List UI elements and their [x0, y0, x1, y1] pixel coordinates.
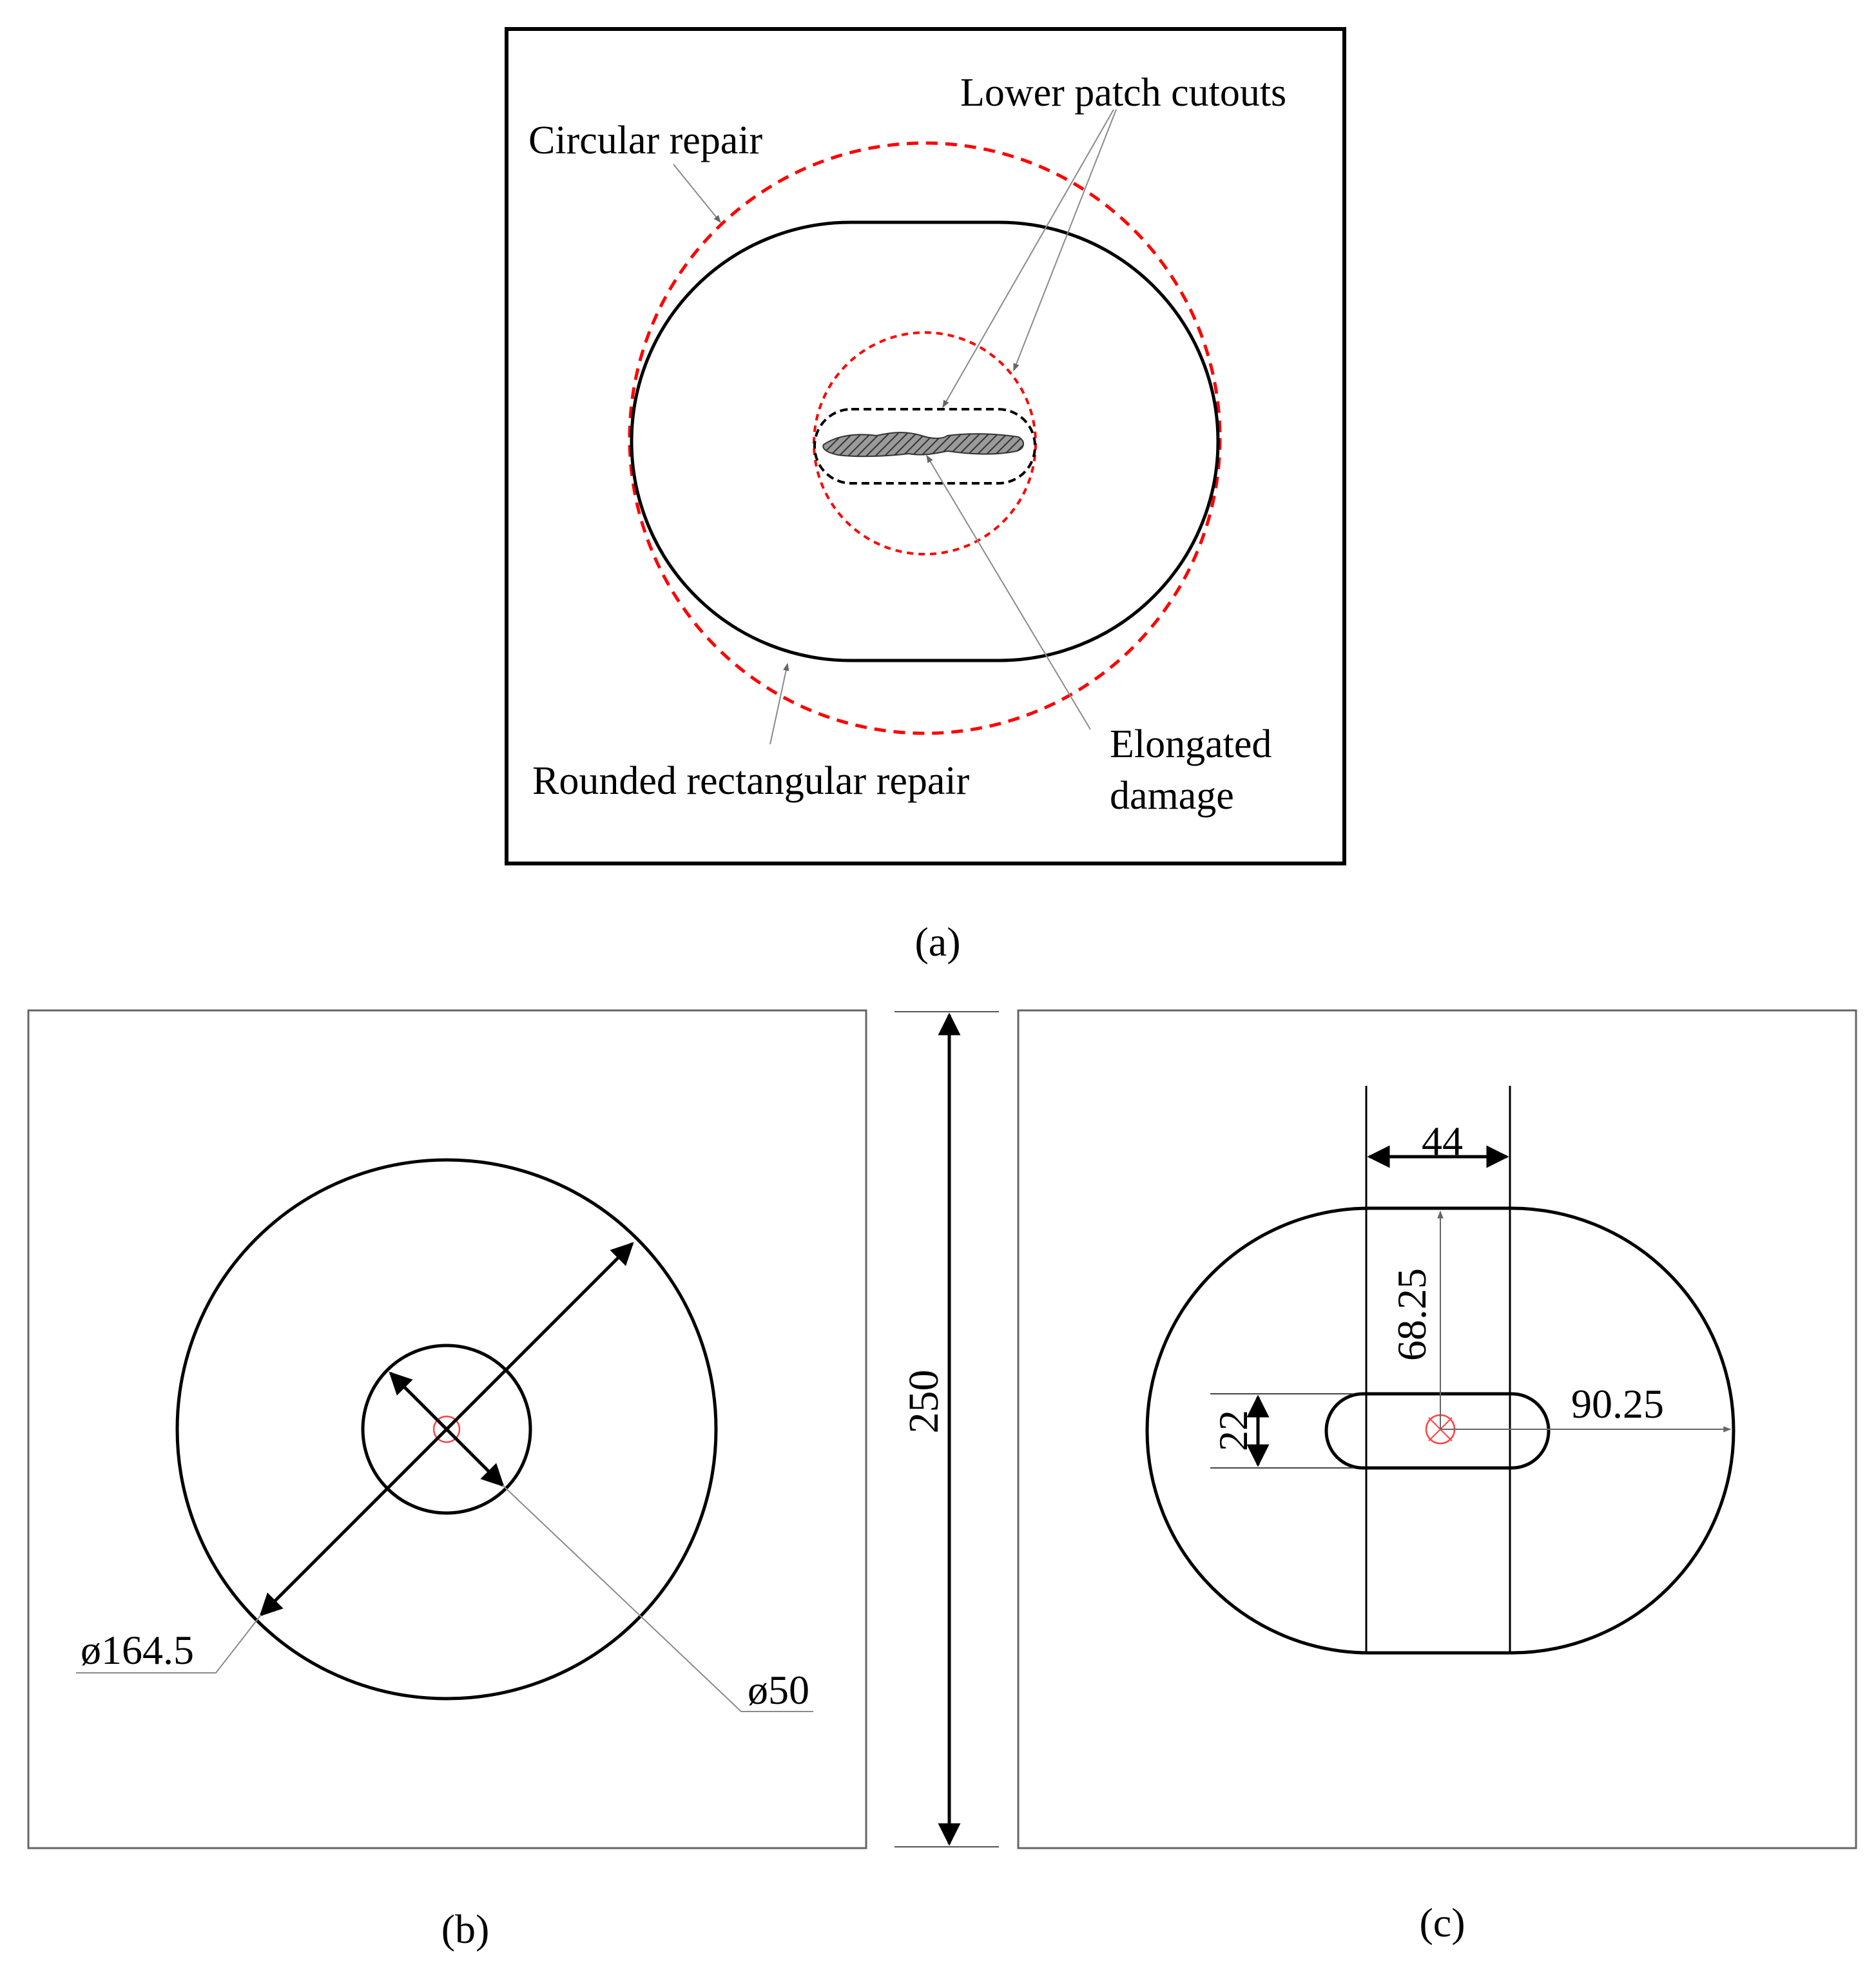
panel-c-frame [1017, 1009, 1857, 1849]
leader-cutout-slot [942, 109, 1114, 409]
dim-outer-diameter-label: ø164.5 [81, 1627, 194, 1673]
label-elongated-damage-line1: Elongated [1110, 722, 1272, 766]
rounded-rect-repair-shape [1145, 1206, 1736, 1655]
circular-repair-outline [628, 141, 1222, 735]
label-lower-patch-cutouts: Lower patch cutouts [960, 71, 1286, 115]
dim-68-25-label: 68.25 [1389, 1268, 1435, 1361]
cutout-slot [1324, 1392, 1551, 1470]
label-rounded-rect-repair: Rounded rectangular repair [532, 759, 970, 803]
panel-b-frame [27, 1009, 867, 1849]
leader-outer-diameter [76, 1614, 262, 1673]
leader-circular-repair [673, 164, 721, 223]
leader-cutout-circle [1013, 109, 1117, 372]
outer-repair-circle [175, 1158, 718, 1701]
leader-elongated-damage [926, 454, 1091, 730]
panel-a: Circular repair Lower patch cutouts Roun… [505, 27, 1346, 965]
dim-22-label: 22 [1210, 1410, 1256, 1451]
leader-inner-diameter [502, 1485, 813, 1712]
panel-a-frame [505, 27, 1346, 865]
caption-b: (b) [441, 1906, 490, 1952]
dim-inner-diameter-line [389, 1371, 505, 1487]
caption-c: (c) [1419, 1900, 1465, 1945]
caption-a: (a) [914, 919, 960, 965]
leader-rounded-rect [769, 662, 789, 745]
label-elongated-damage-line2: damage [1110, 774, 1234, 818]
rounded-rect-repair-outline [630, 220, 1220, 662]
dim-44-label: 44 [1422, 1118, 1463, 1164]
side-dim-label: 250 [900, 1370, 947, 1434]
side-dimension: 250 [894, 1011, 999, 1847]
label-circular-repair: Circular repair [528, 119, 763, 162]
lower-patch-cutout-slot [813, 408, 1036, 485]
dim-inner-diameter-label: ø50 [748, 1667, 809, 1713]
dim-90-25-label: 90.25 [1571, 1381, 1664, 1427]
panel-c: 44 68.25 90.25 22 (c) [1017, 1009, 1857, 1945]
panel-b: ø164.5 ø50 (b) [27, 1009, 867, 1952]
elongated-damage-shape [822, 432, 1024, 458]
